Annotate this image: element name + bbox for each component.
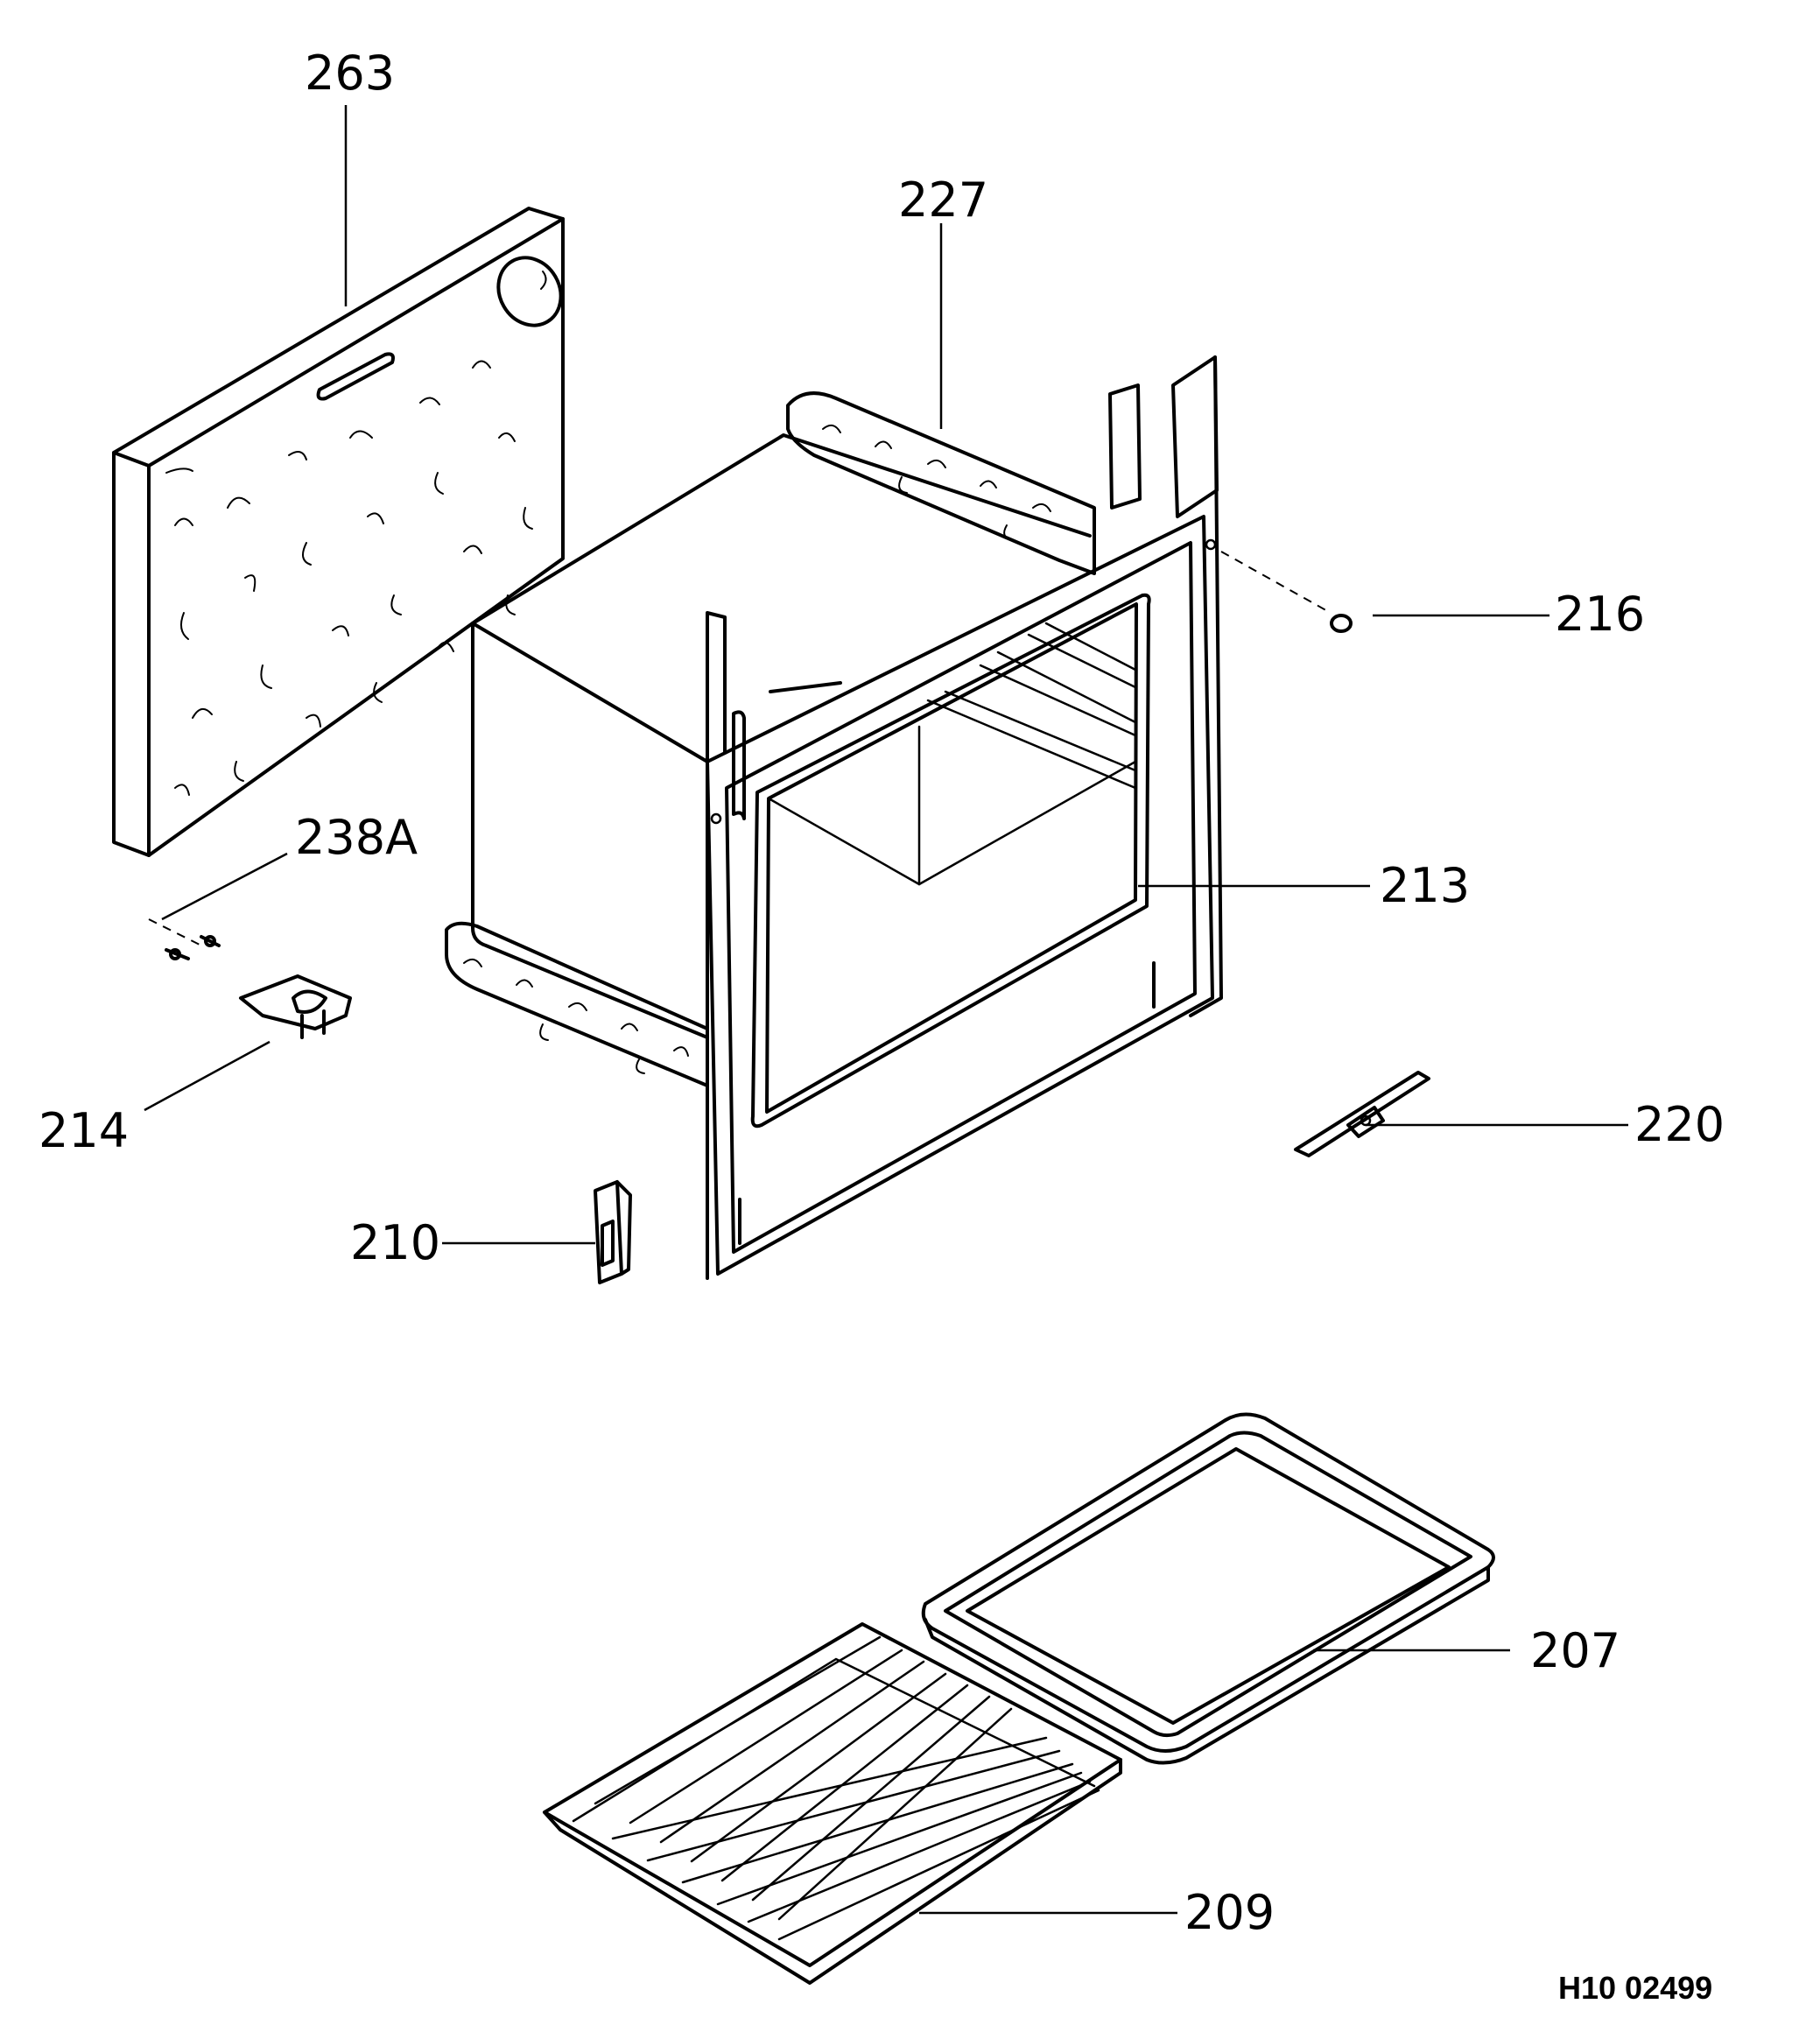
callout-214: 214: [39, 1103, 129, 1158]
callout-207: 207: [1530, 1623, 1620, 1678]
screws-238a: [148, 918, 221, 960]
callout-216: 216: [1555, 587, 1645, 642]
lamp-holder-214: [239, 974, 352, 1039]
oven-cavity-227: [445, 355, 1223, 1280]
callout-209: 209: [1184, 1885, 1275, 1940]
drawing-reference-number: H10 02499: [1558, 1970, 1712, 2006]
callout-263: 263: [305, 46, 395, 101]
callout-210: 210: [350, 1215, 440, 1270]
runner-clip-220: [1294, 1071, 1430, 1157]
fastener-216: [1220, 551, 1353, 633]
insulation-panel-263: [112, 207, 565, 857]
callout-220: 220: [1634, 1097, 1725, 1152]
baking-tray-207: [921, 1412, 1495, 1765]
callout-213: 213: [1380, 858, 1470, 913]
insulation-texture: [165, 271, 547, 796]
callout-227: 227: [898, 172, 988, 228]
wire-shelf-209: [543, 1622, 1122, 1985]
callout-238a: 238A: [295, 810, 418, 865]
leader-lines: [144, 105, 1628, 1915]
hinge-bracket-210: [594, 1180, 632, 1284]
cavity-insulation-texture: [463, 424, 1051, 1074]
